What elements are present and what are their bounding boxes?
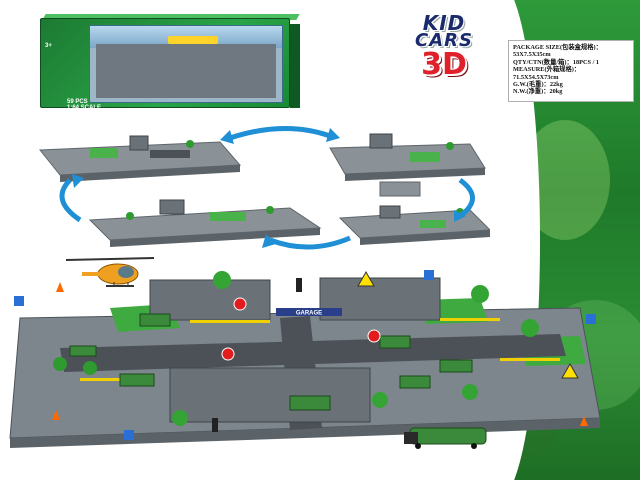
hazard-stripe (500, 358, 560, 361)
tanker-truck (409, 427, 487, 445)
tunnel-bottom (169, 367, 371, 423)
mini-board-4 (338, 205, 490, 245)
warning-sign-icon (561, 362, 579, 379)
spec-line: N.W.(净重)：20kg (513, 88, 563, 96)
spec-sheet: PACKAGE SIZE(包装盒规格)： 53X7.5X35cm QTY/CTN… (508, 40, 634, 102)
box-board-image (96, 44, 276, 98)
apple-tree-icon (462, 384, 478, 400)
arrow-bottom-head-icon (262, 234, 276, 248)
spec-line: G.W.(毛重)：22kg (513, 81, 563, 89)
stop-sign-icon (367, 329, 381, 343)
apple-tree-icon (471, 285, 489, 303)
spec-line: QTY/CTN(数量/箱)：18PCS / 1 (513, 58, 600, 66)
spec-line: 71.5X54.5X73cm (513, 73, 559, 81)
box-logo (168, 36, 218, 44)
logo-line-cars: CARS (415, 30, 473, 51)
tree-icon (53, 357, 67, 371)
garage-sign (276, 308, 342, 316)
helicopter-icon (65, 257, 155, 287)
traffic-cone-icon (56, 282, 64, 292)
arrow-top-icon (229, 125, 331, 141)
mini-board-2 (329, 133, 486, 197)
apple-tree-icon (521, 319, 539, 337)
truck-toy (439, 359, 473, 373)
arrow-left-head-icon (72, 174, 84, 188)
arrow-right-icon (458, 177, 475, 219)
spec-line: PACKAGE SIZE(包装盒规格)： (513, 44, 602, 51)
parking-sign-icon (124, 430, 134, 440)
garage-label: GARAGE (296, 311, 322, 317)
arrow-left-icon (59, 178, 82, 223)
parking-sign-icon (14, 296, 24, 306)
tree-icon (83, 361, 97, 375)
apple-tree-icon (372, 392, 388, 408)
assembly-diagram (38, 125, 490, 250)
box-side-face (290, 24, 300, 108)
tanker-cab (404, 432, 418, 444)
traffic-cone-icon (580, 416, 588, 426)
box-scene (89, 25, 283, 103)
wheel-icon (415, 443, 421, 449)
pcs-label: 59 PCS (67, 99, 88, 105)
parking-sign-icon (586, 314, 596, 324)
traffic-cone-icon (52, 410, 60, 420)
scale-label: 1:64 SCALE (67, 105, 102, 111)
assembled-play-mat: GARAGE (9, 270, 600, 449)
kid-cars-3d-logo: KID CARS 3D (398, 11, 490, 84)
apple-tree-icon (213, 271, 231, 289)
truck-toy (69, 345, 97, 357)
arrow-top-head-right-icon (326, 128, 340, 142)
arrow-top-head-left-icon (220, 130, 234, 144)
apple-tree-icon (172, 410, 188, 426)
traffic-light-icon (296, 278, 302, 292)
truck-toy (399, 375, 431, 389)
mat-edge (10, 418, 600, 448)
stop-sign-icon (233, 297, 247, 311)
logo-line-kid: KID (422, 11, 466, 35)
hazard-stripe (190, 320, 270, 323)
age-badge: 3+ (45, 43, 52, 49)
parking-sign-icon (424, 270, 434, 280)
spec-line: MEASURE(外箱规格)： (513, 66, 581, 74)
hazard-stripe (440, 318, 500, 321)
mini-board-1 (38, 135, 242, 182)
spec-line: 53X7.5X35cm (513, 51, 551, 59)
stop-sign-icon (221, 347, 235, 361)
warning-sign-icon (357, 270, 375, 287)
mini-board-3 (88, 199, 322, 247)
logo-line-3d: 3D (421, 47, 467, 82)
traffic-light-icon (212, 418, 218, 432)
truck-toy (139, 313, 171, 327)
box-count: 59 PCS 1:64 SCALE (67, 99, 101, 111)
arrow-right-head-icon (454, 210, 466, 222)
product-box: 3+ 59 PCS 1:64 SCALE (40, 18, 290, 111)
hazard-stripe (80, 378, 150, 381)
truck-toy (289, 395, 331, 411)
truck-toy (119, 373, 155, 387)
truck-toy (379, 335, 411, 349)
arrow-bottom-icon (269, 235, 351, 250)
wheel-icon (471, 443, 477, 449)
